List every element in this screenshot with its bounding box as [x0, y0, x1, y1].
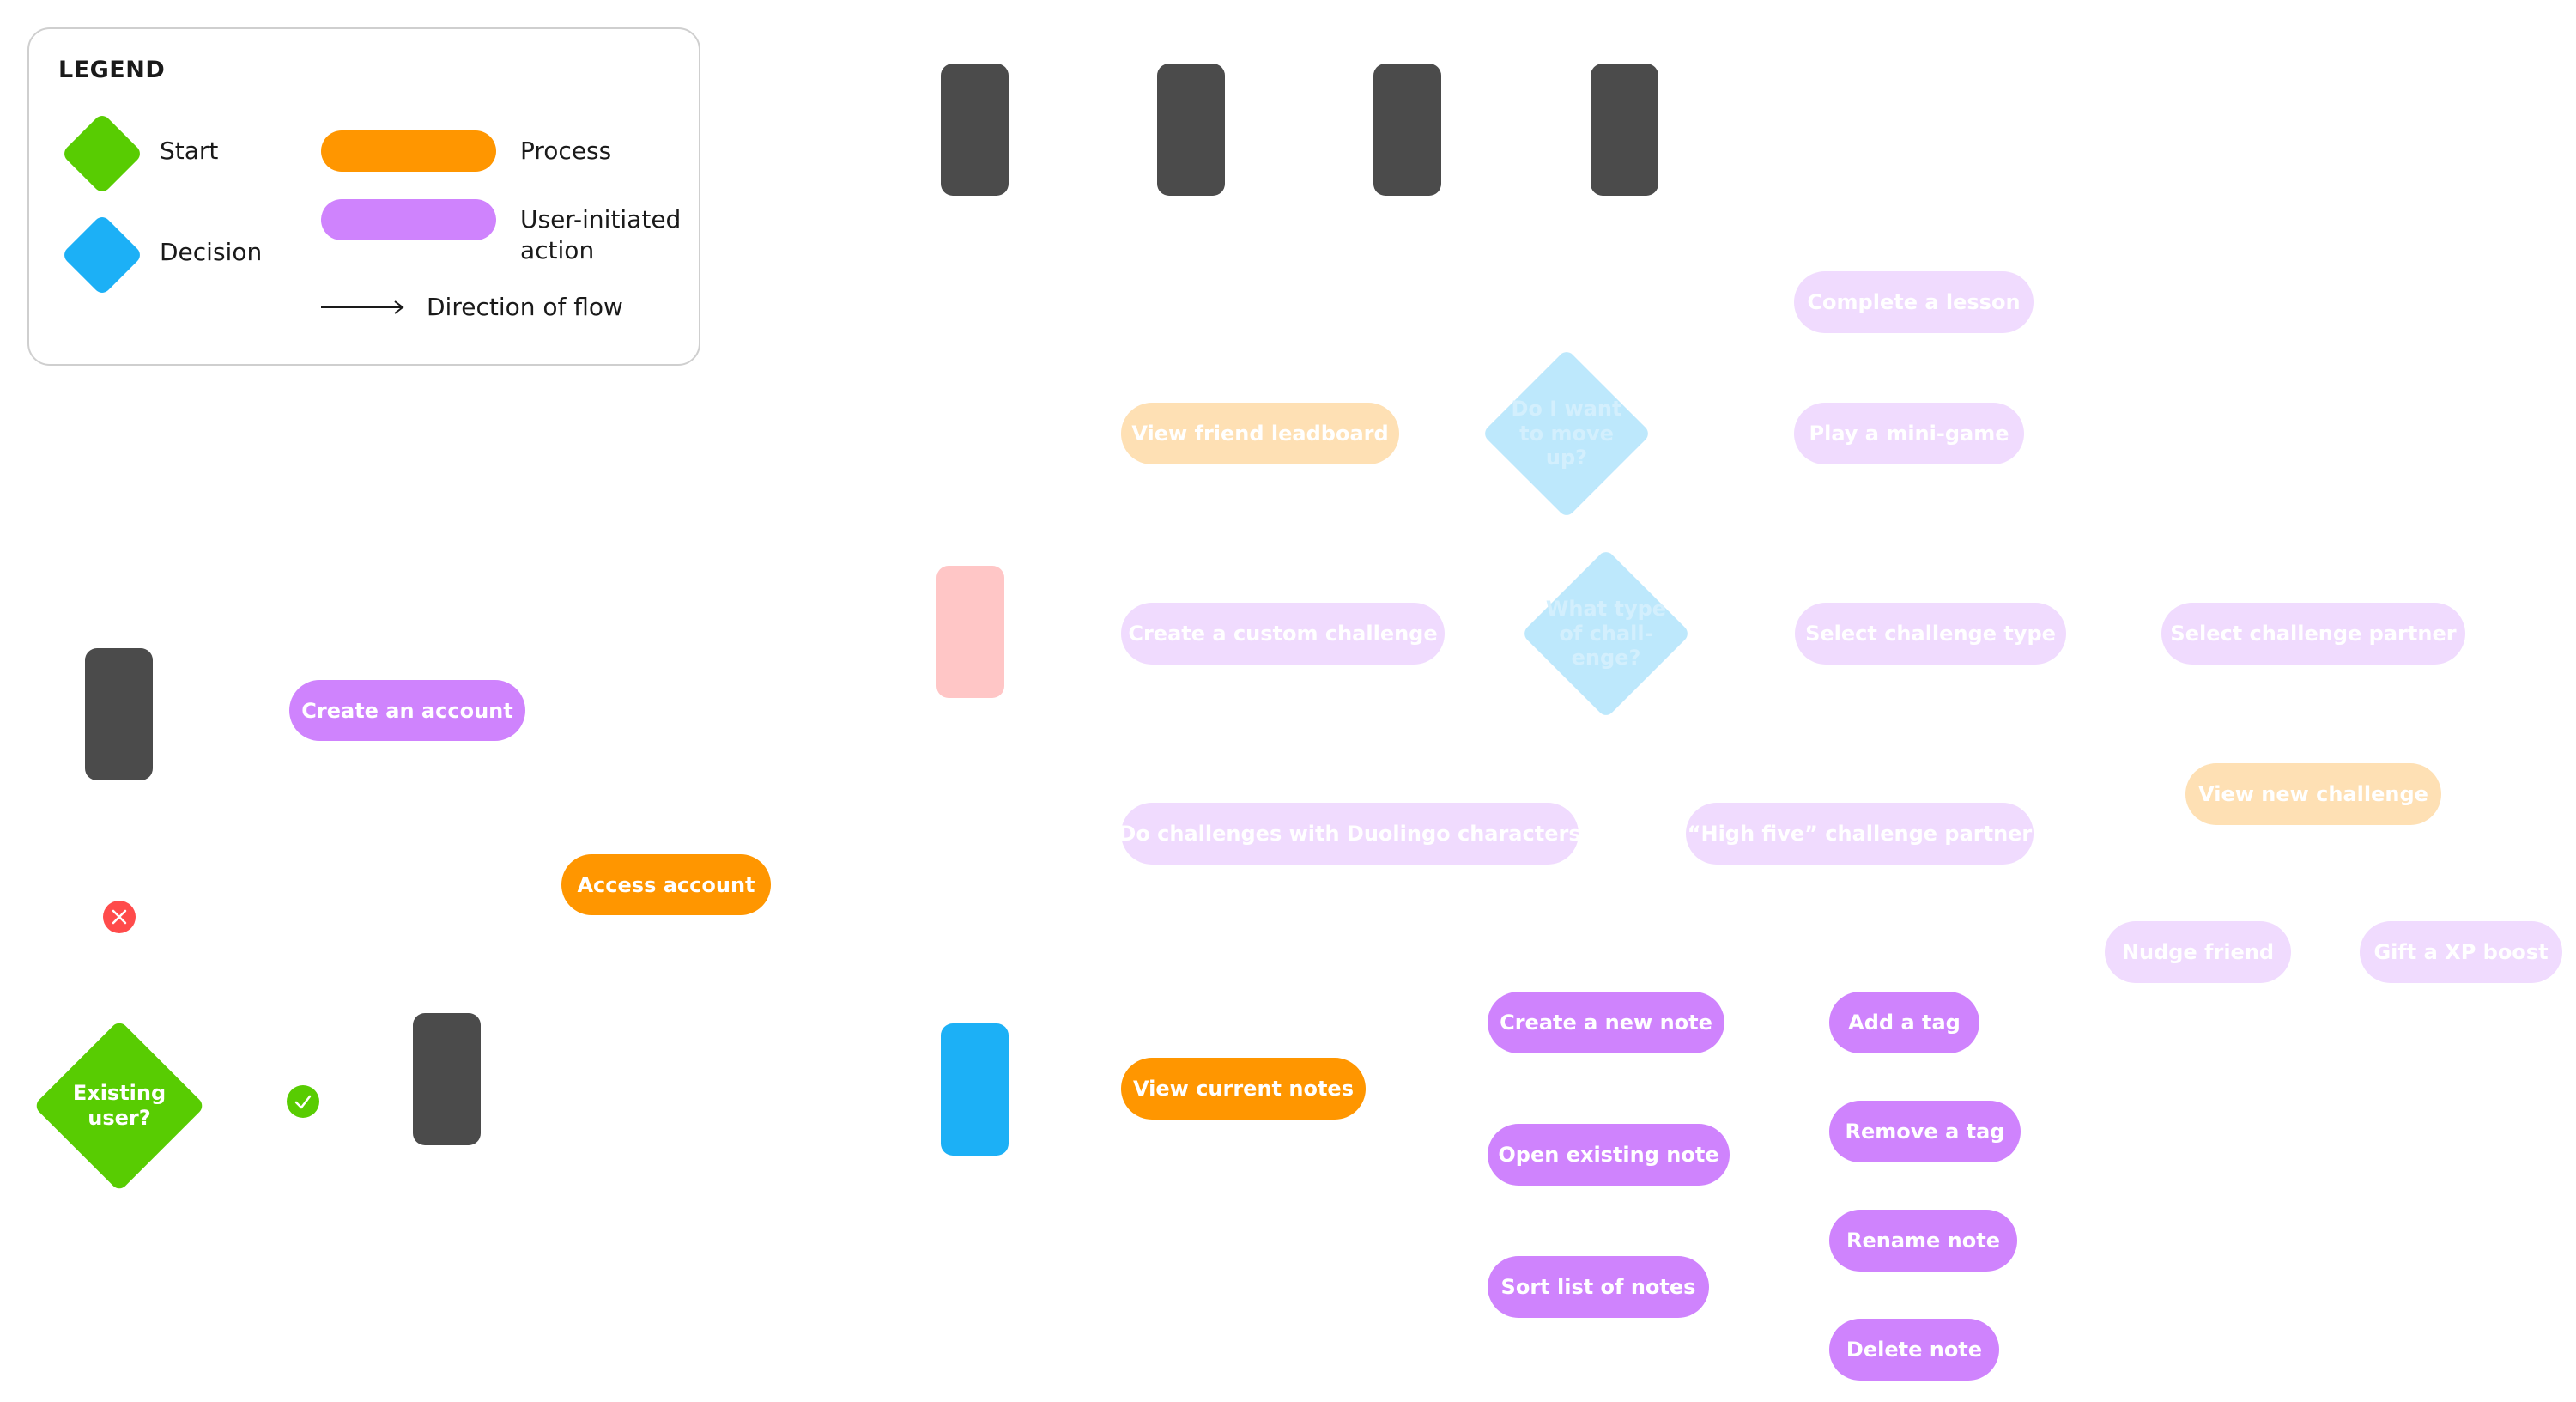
screen-placeholder-2 [1157, 64, 1225, 196]
open-existing-note-node[interactable]: Open existing note [1488, 1124, 1730, 1186]
challenge-type-line1: What type [1545, 596, 1667, 621]
legend-flow-label: Direction of flow [427, 293, 623, 321]
access-account-node[interactable]: Access account [561, 854, 771, 915]
legend-user-action-label-line2: action [520, 236, 595, 264]
select-challenge-partner-node[interactable]: Select challenge partner [2161, 603, 2465, 665]
high-five-partner-node[interactable]: “High five” challenge partner [1686, 803, 2034, 865]
play-minigame-node[interactable]: Play a mini-game [1794, 403, 2024, 464]
legend-decision-label: Decision [160, 238, 263, 266]
create-custom-challenge-node[interactable]: Create a custom challenge [1121, 603, 1445, 665]
legend-start-diamond [60, 112, 144, 196]
view-new-challenge-node[interactable]: View new challenge [2185, 763, 2441, 825]
nudge-friend-node[interactable]: Nudge friend [2105, 921, 2291, 983]
existing-user-line1: Existing [72, 1081, 167, 1106]
move-up-line3: up? [1545, 446, 1588, 470]
add-tag-node[interactable]: Add a tag [1829, 992, 1979, 1053]
legend-user-action-label-line1: User-initiated [520, 205, 682, 234]
remove-tag-node[interactable]: Remove a tag [1829, 1101, 2021, 1162]
legend-user-action-pill [321, 199, 496, 240]
legend-title: LEGEND [58, 57, 166, 83]
screen-placeholder-1 [941, 64, 1009, 196]
legend-process-label: Process [520, 137, 612, 165]
screen-placeholder-home [413, 1013, 481, 1145]
x-circle-icon [103, 901, 136, 933]
legend-decision-diamond [60, 213, 144, 297]
legend-start-label: Start [160, 137, 219, 165]
challenge-type-line2: of chall- [1559, 621, 1653, 646]
existing-user-line2: user? [88, 1106, 151, 1130]
legend-arrow-icon [321, 300, 404, 314]
move-up-line1: Do I want [1511, 396, 1622, 421]
complete-lesson-node[interactable]: Complete a lesson [1794, 271, 2034, 333]
legend-panel [27, 27, 700, 366]
check-circle-icon [287, 1085, 319, 1118]
challenge-type-line3: enge? [1571, 646, 1641, 671]
gift-xp-boost-node[interactable]: Gift a XP boost [2360, 921, 2562, 983]
legend-process-pill [321, 130, 496, 172]
screen-placeholder-friends [936, 566, 1004, 698]
select-challenge-type-node[interactable]: Select challenge type [1795, 603, 2066, 665]
create-account-node[interactable]: Create an account [289, 680, 525, 741]
create-new-note-node[interactable]: Create a new note [1488, 992, 1724, 1053]
screen-placeholder-signup [85, 648, 153, 780]
do-challenges-characters-node[interactable]: Do challenges with Duolingo characters [1118, 803, 1581, 865]
sort-notes-node[interactable]: Sort list of notes [1488, 1256, 1709, 1318]
rename-note-node[interactable]: Rename note [1829, 1210, 2017, 1272]
screen-placeholder-notes [941, 1023, 1009, 1156]
screen-placeholder-4 [1591, 64, 1658, 196]
view-current-notes-node[interactable]: View current notes [1121, 1058, 1366, 1120]
delete-note-node[interactable]: Delete note [1829, 1319, 1999, 1381]
view-friend-leaderboard-node[interactable]: View friend leadboard [1121, 403, 1399, 464]
move-up-line2: to move [1519, 421, 1614, 446]
screen-placeholder-3 [1373, 64, 1441, 196]
